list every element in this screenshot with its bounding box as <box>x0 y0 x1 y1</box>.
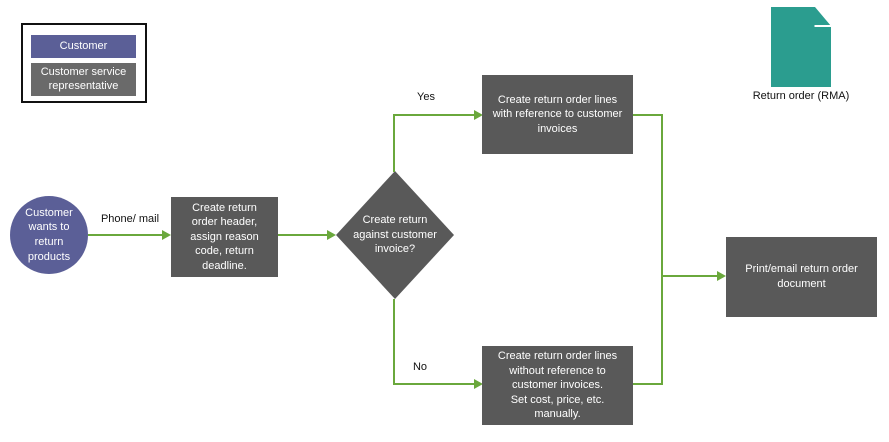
edge-yes-horizontal <box>393 114 474 116</box>
node-lines-without-ref: Create return order lines without refere… <box>482 346 633 425</box>
edge-start-to-header <box>88 234 162 236</box>
arrowhead-header-to-decision <box>327 230 336 240</box>
node-lines-without-ref-label: Create return order lines without refere… <box>497 350 618 421</box>
node-lines-with-ref: Create return order lines with reference… <box>482 75 633 154</box>
edge-label-no: No <box>412 361 428 373</box>
edge-merge-vertical <box>661 114 663 385</box>
edge-merge-bottom <box>633 383 662 385</box>
edge-merge-top <box>633 114 662 116</box>
node-decision-label: Create return against customer invoice? <box>353 214 437 256</box>
edge-label-phone-mail: Phone/ mail <box>100 213 160 225</box>
legend-service-rep-swatch: Customer service representative <box>31 63 136 96</box>
edge-yes-vertical <box>393 114 395 172</box>
edge-no-horizontal <box>393 383 474 385</box>
legend-customer-swatch: Customer <box>31 35 136 58</box>
node-print-email: Print/email return order document <box>726 237 877 317</box>
edge-label-yes: Yes <box>417 91 435 103</box>
legend-box: Customer Customer service representative <box>21 23 147 103</box>
node-lines-with-ref-label: Create return order lines with reference… <box>492 93 623 135</box>
arrowhead-no <box>474 379 483 389</box>
arrowhead-to-print <box>717 271 726 281</box>
node-start-label: Customer wants to return products <box>25 206 73 263</box>
arrowhead-yes <box>474 110 483 120</box>
arrowhead-start-to-header <box>162 230 171 240</box>
legend-customer-label: Customer <box>59 39 108 52</box>
node-start: Customer wants to return products <box>10 196 88 274</box>
node-print-email-label: Print/email return order document <box>745 263 858 290</box>
node-decision: Create return against customer invoice? <box>336 171 454 299</box>
legend-service-rep-label: Customer service representative <box>40 65 127 92</box>
edge-no-vertical <box>393 299 395 385</box>
edge-to-print <box>661 275 717 277</box>
node-create-header: Create return order header, assign reaso… <box>171 197 278 277</box>
decision-diamond-shape <box>336 171 454 299</box>
document-label: Return order (RMA) <box>752 90 850 102</box>
document-icon <box>771 7 831 87</box>
node-create-header-label: Create return order header, assign reaso… <box>190 201 259 272</box>
edge-header-to-decision <box>278 234 327 236</box>
